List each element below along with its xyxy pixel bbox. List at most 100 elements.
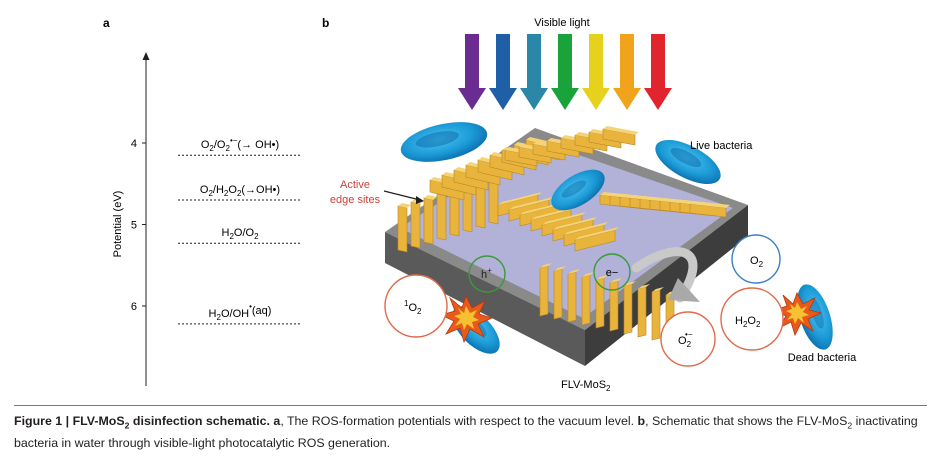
h2o2-circle: H2O2 bbox=[720, 287, 784, 351]
substrate-main: FLV-MoS bbox=[561, 379, 606, 391]
y-tick-label: 4 bbox=[131, 138, 137, 150]
potential-axis bbox=[142, 52, 150, 386]
level-label-part: O bbox=[201, 139, 210, 151]
caption-b-text2: inactivating bacteria in water through v… bbox=[14, 414, 918, 451]
mos2-layer-edge bbox=[582, 272, 594, 277]
hole-charge: + bbox=[487, 266, 492, 275]
level-label-part: /H bbox=[213, 184, 224, 196]
potential-level-label: O2/O2•−(→ OH•) bbox=[201, 136, 279, 153]
live-bacterium-middle bbox=[551, 169, 605, 211]
figure-caption: Figure 1 | FLV-MoS2 disinfection schemat… bbox=[14, 412, 927, 452]
mos2-layer-edge bbox=[575, 227, 619, 240]
superoxide-main: O bbox=[678, 335, 687, 347]
light-arrow bbox=[644, 34, 672, 110]
level-label-part: O/OH bbox=[221, 308, 249, 320]
caption-title-sub: 2 bbox=[124, 420, 130, 431]
mos2-layer-edge bbox=[624, 281, 636, 286]
light-arrow bbox=[458, 34, 486, 110]
mos2-layer bbox=[397, 205, 408, 253]
o2-sub: 2 bbox=[759, 260, 764, 269]
mos2-layer bbox=[488, 177, 499, 225]
potential-level-label: H2O/O2 bbox=[221, 227, 259, 241]
superoxide-sub: 2 bbox=[687, 340, 692, 349]
y-axis-ticks: 456 bbox=[131, 138, 146, 313]
level-label-part: (→OH•) bbox=[241, 184, 280, 196]
level-label-part: 2 bbox=[254, 232, 259, 241]
level-label-part: •− bbox=[230, 136, 238, 145]
level-label-part: 2 bbox=[225, 144, 230, 153]
live-bacteria-label: Live bacteria bbox=[690, 140, 753, 152]
panel-b-letter: b bbox=[322, 16, 329, 30]
light-arrow bbox=[489, 34, 517, 110]
caption-title-end: disinfection schematic. bbox=[129, 414, 270, 428]
substrate-sub: 2 bbox=[606, 384, 611, 393]
light-arrow bbox=[582, 34, 610, 110]
caption-b-letter: b bbox=[637, 414, 646, 428]
level-label-part: 2 bbox=[237, 189, 242, 198]
mos2-layer bbox=[623, 283, 633, 335]
hole-circle: h+ bbox=[468, 255, 506, 293]
o2-main: O bbox=[750, 255, 759, 267]
electron-label: e− bbox=[606, 267, 619, 279]
mos2-layer bbox=[609, 280, 619, 332]
potential-level-label: H2O/OH•(aq) bbox=[209, 302, 272, 322]
level-label-part: 2 bbox=[224, 189, 229, 198]
mos2-layer-edge bbox=[509, 197, 553, 210]
electron-circle: e− bbox=[593, 253, 631, 291]
level-label-part: H bbox=[209, 308, 217, 320]
visible-light-label: Visible light bbox=[534, 17, 589, 29]
svg-text:1O2: 1O2 bbox=[404, 299, 422, 316]
mos2-layer bbox=[423, 197, 434, 245]
mos2-layer bbox=[567, 271, 577, 323]
mos2-layer-edge bbox=[568, 269, 580, 274]
mos2-layer-edge bbox=[498, 192, 542, 205]
caption-a-letter: a bbox=[273, 414, 281, 428]
explosion-icon-right bbox=[772, 292, 823, 337]
level-label-part: (aq) bbox=[252, 305, 272, 317]
mos2-layer-edge bbox=[638, 284, 650, 289]
caption-b-sub: 2 bbox=[847, 420, 853, 431]
mos2-layer-edge bbox=[398, 203, 411, 208]
dead-bacteria-label: Dead bacteria bbox=[788, 352, 857, 364]
active-edge-label-line2: edge sites bbox=[330, 194, 381, 206]
h2o2-h: H bbox=[735, 315, 743, 327]
singlet-main: O bbox=[408, 302, 417, 314]
caption-figure-number: Figure 1 | bbox=[14, 414, 73, 428]
level-label-part: O bbox=[200, 184, 209, 196]
mos2-layer bbox=[539, 265, 549, 317]
active-edge-label-line1: Active bbox=[340, 179, 370, 191]
caption-title-main: FLV-MoS bbox=[72, 414, 125, 428]
svg-text:O2: O2 bbox=[750, 255, 764, 269]
mos2-layer bbox=[637, 286, 647, 338]
mos2-layer-edge bbox=[554, 266, 566, 271]
superoxide-circle: O2•− bbox=[660, 311, 716, 367]
explosion-icon-left bbox=[439, 294, 494, 344]
visible-light-arrows bbox=[458, 34, 672, 110]
mos2-layer bbox=[602, 128, 636, 146]
caption-b-text1: , Schematic that shows the FLV-MoS bbox=[645, 414, 848, 428]
mos2-layer-edge bbox=[564, 222, 608, 235]
mos2-layer-edge bbox=[610, 278, 622, 283]
level-label-part: 2 bbox=[208, 189, 213, 198]
svg-text:h+: h+ bbox=[481, 266, 492, 281]
mos2-layer bbox=[581, 274, 591, 326]
mos2-layer bbox=[553, 268, 563, 320]
potential-level-label: O2/H2O2(→OH•) bbox=[200, 184, 280, 198]
level-label-part: 2 bbox=[209, 144, 214, 153]
live-bacterium-top-left bbox=[400, 122, 488, 162]
caption-rule bbox=[14, 405, 927, 406]
mos2-layer-edge bbox=[596, 275, 608, 280]
level-label-part: O/O bbox=[234, 227, 255, 239]
y-axis-title: Potential (eV) bbox=[112, 191, 124, 258]
caption-a-text: , The ROS-formation potentials with resp… bbox=[280, 414, 638, 428]
mos2-layer-edge bbox=[690, 201, 730, 208]
light-arrow bbox=[551, 34, 579, 110]
singlet-sub: 2 bbox=[417, 307, 422, 316]
light-arrow bbox=[520, 34, 548, 110]
mos2-layer-edge bbox=[542, 212, 586, 225]
y-tick-label: 5 bbox=[131, 220, 137, 232]
figure: a Potential (eV) 456 O2/O2•−(→ OH•)O2/H2… bbox=[103, 16, 857, 393]
level-label-part: 2 bbox=[229, 232, 234, 241]
level-label-part: • bbox=[249, 302, 252, 311]
mos2-layer bbox=[689, 203, 727, 218]
